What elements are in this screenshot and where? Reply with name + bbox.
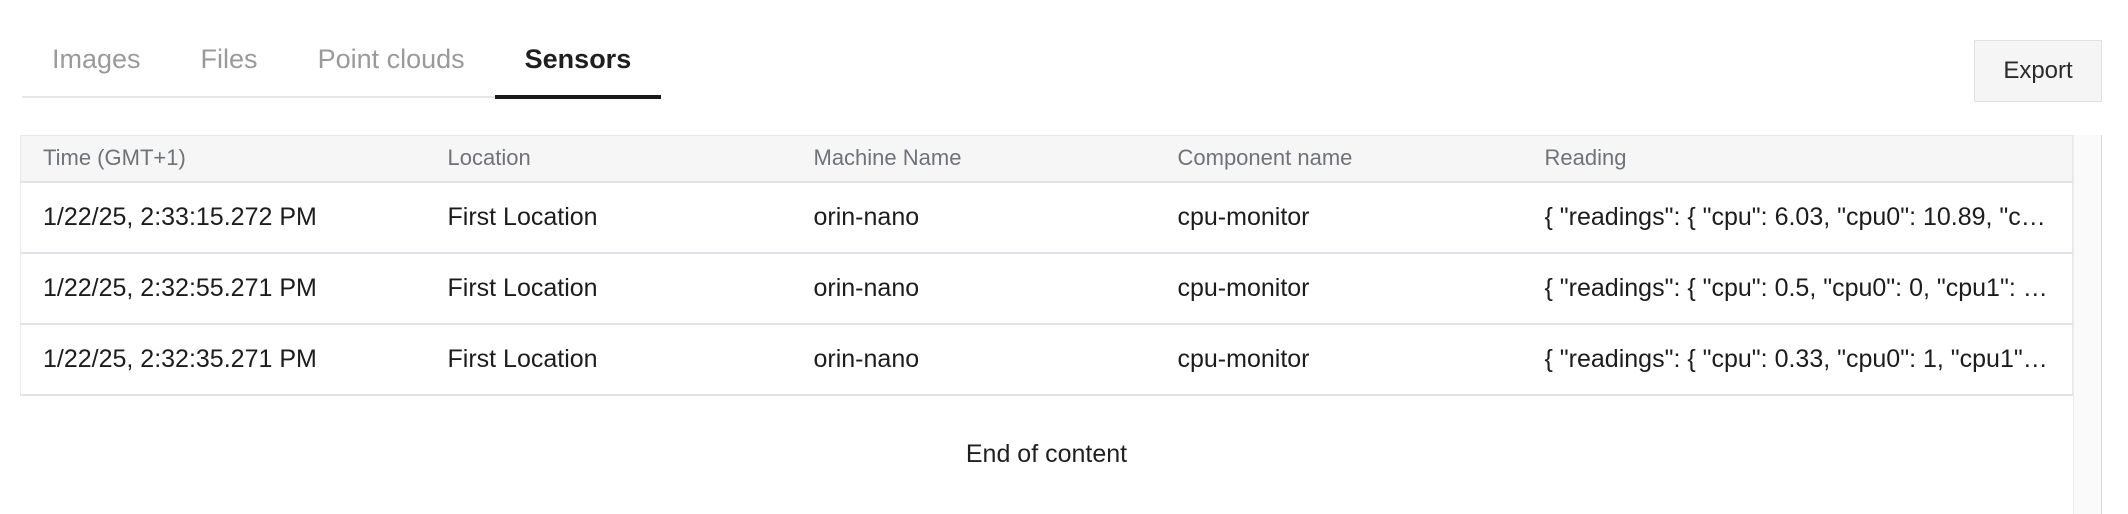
cell-component-name: cpu-monitor bbox=[1155, 323, 1523, 396]
cell-location: First Location bbox=[425, 181, 792, 254]
tab-sensors[interactable]: Sensors bbox=[494, 46, 662, 99]
tab-images[interactable]: Images bbox=[52, 44, 141, 74]
vertical-scrollbar[interactable] bbox=[2073, 135, 2102, 514]
cell-time: 1/22/25, 2:32:35.271 PM bbox=[20, 323, 426, 396]
cell-time: 1/22/25, 2:33:15.272 PM bbox=[20, 181, 426, 254]
table-row[interactable]: 1/22/25, 2:33:15.272 PM First Location o… bbox=[20, 181, 2073, 254]
cell-reading: { "readings": { "cpu": 6.03, "cpu0": 10.… bbox=[1522, 181, 2073, 254]
table-row[interactable]: 1/22/25, 2:32:55.271 PM First Location o… bbox=[20, 252, 2073, 325]
cell-component-name: cpu-monitor bbox=[1155, 181, 1523, 254]
column-header-machine-name: Machine Name bbox=[791, 135, 1156, 183]
column-header-component-name: Component name bbox=[1155, 135, 1523, 183]
cell-machine-name: orin-nano bbox=[791, 252, 1156, 325]
tab-point-clouds[interactable]: Point clouds bbox=[317, 44, 465, 74]
top-bar: Images Files Point clouds Sensors Export bbox=[0, 0, 2128, 102]
data-panel: Time (GMT+1) Location Machine Name Compo… bbox=[20, 135, 2102, 514]
table-column: Time (GMT+1) Location Machine Name Compo… bbox=[20, 135, 2073, 514]
cell-location: First Location bbox=[425, 323, 792, 396]
cell-reading: { "readings": { "cpu": 0.33, "cpu0": 1, … bbox=[1522, 323, 2073, 396]
column-header-reading: Reading bbox=[1522, 135, 2073, 183]
table-header-row: Time (GMT+1) Location Machine Name Compo… bbox=[20, 135, 2073, 183]
cell-time: 1/22/25, 2:32:55.271 PM bbox=[20, 252, 426, 325]
cell-reading: { "readings": { "cpu": 0.5, "cpu0": 0, "… bbox=[1522, 252, 2073, 325]
cell-machine-name: orin-nano bbox=[791, 181, 1156, 254]
export-button[interactable]: Export bbox=[1974, 40, 2102, 102]
sensor-readings-table: Time (GMT+1) Location Machine Name Compo… bbox=[20, 135, 2073, 396]
tab-bar: Images Files Point clouds Sensors bbox=[22, 0, 662, 99]
tab-files[interactable]: Files bbox=[200, 44, 258, 74]
cell-component-name: cpu-monitor bbox=[1155, 252, 1523, 325]
end-of-content-message: End of content bbox=[965, 439, 1128, 468]
column-header-time: Time (GMT+1) bbox=[20, 135, 426, 183]
column-header-location: Location bbox=[425, 135, 792, 183]
cell-machine-name: orin-nano bbox=[791, 323, 1156, 396]
table-row[interactable]: 1/22/25, 2:32:35.271 PM First Location o… bbox=[20, 323, 2073, 396]
cell-location: First Location bbox=[425, 252, 792, 325]
scroll-area: Time (GMT+1) Location Machine Name Compo… bbox=[20, 135, 2102, 514]
